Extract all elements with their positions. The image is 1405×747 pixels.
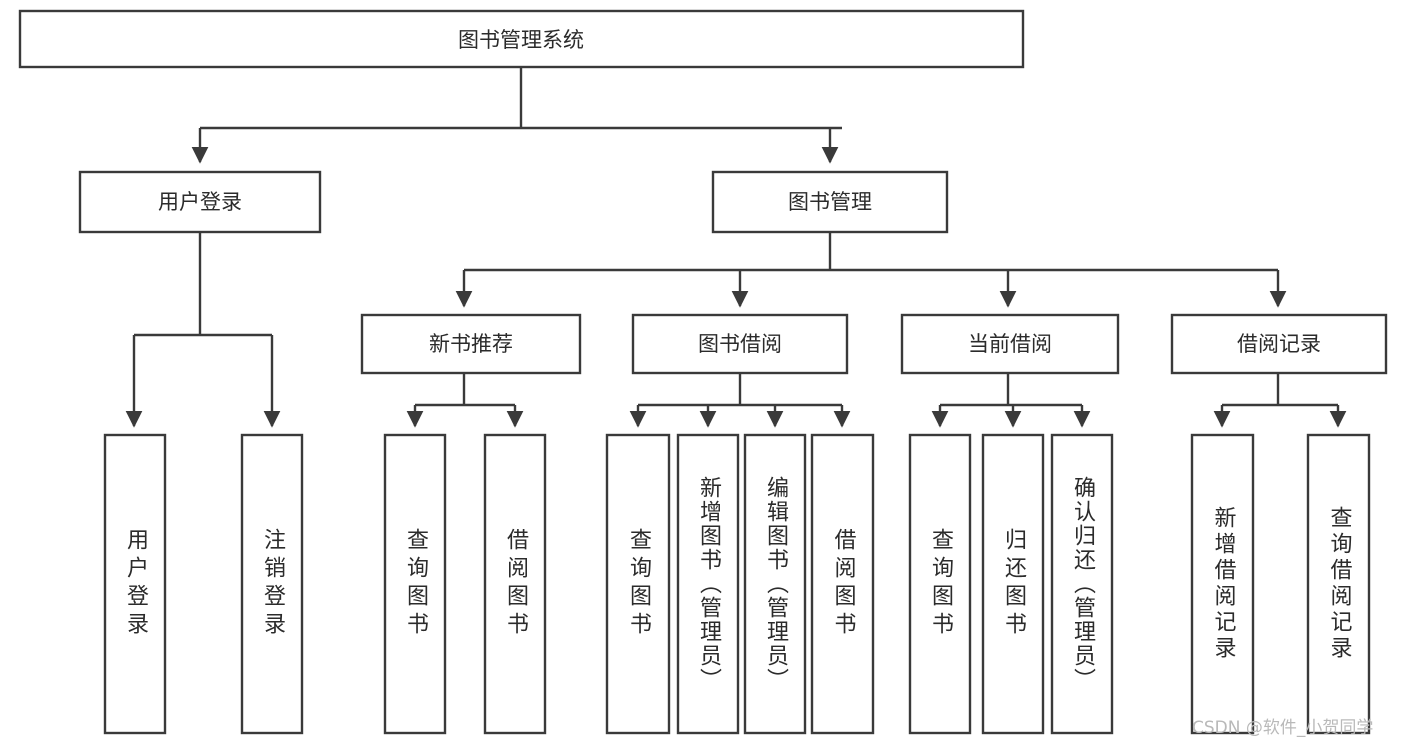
connector-borrow-record-to-leaves bbox=[1213, 373, 1347, 428]
leaf-box[interactable] bbox=[103, 433, 167, 735]
node-borrow-record-label: 借阅记录 bbox=[1237, 332, 1321, 356]
node-user-login[interactable]: 用户登录 bbox=[78, 170, 322, 234]
node-new-book-recommend-label: 新书推荐 bbox=[429, 332, 513, 356]
node-user-login-label: 用户登录 bbox=[158, 190, 242, 214]
leaf-box[interactable] bbox=[810, 433, 875, 735]
node-current-borrow[interactable]: 当前借阅 bbox=[900, 313, 1120, 375]
connector-new-book-rec-to-leaves bbox=[406, 373, 524, 428]
leaf-box[interactable] bbox=[743, 433, 807, 735]
node-root-label: 图书管理系统 bbox=[458, 28, 584, 52]
node-root[interactable]: 图书管理系统 bbox=[18, 9, 1025, 69]
node-book-management-label: 图书管理 bbox=[788, 190, 872, 214]
leaf-box[interactable] bbox=[483, 433, 547, 735]
node-new-book-recommend[interactable]: 新书推荐 bbox=[360, 313, 582, 375]
leaf-box[interactable] bbox=[1190, 433, 1255, 735]
node-book-borrow-label: 图书借阅 bbox=[698, 332, 782, 356]
connector-root-to-level1 bbox=[191, 67, 842, 164]
leaf-box[interactable] bbox=[981, 433, 1045, 735]
leaf-box[interactable] bbox=[383, 433, 447, 735]
leaf-box[interactable] bbox=[908, 433, 972, 735]
leaf-box[interactable] bbox=[1306, 433, 1371, 735]
leaf-box[interactable] bbox=[1050, 433, 1114, 735]
leaf-box[interactable] bbox=[240, 433, 304, 735]
connector-book-mgmt-to-level2 bbox=[455, 232, 1287, 308]
node-book-borrow[interactable]: 图书借阅 bbox=[631, 313, 849, 375]
connector-current-borrow-to-leaves bbox=[931, 373, 1091, 428]
node-borrow-record[interactable]: 借阅记录 bbox=[1170, 313, 1388, 375]
node-current-borrow-label: 当前借阅 bbox=[968, 332, 1052, 356]
connector-book-borrow-to-leaves bbox=[629, 373, 851, 428]
leaf-box[interactable] bbox=[676, 433, 740, 735]
node-book-management[interactable]: 图书管理 bbox=[711, 170, 949, 234]
leaf-box[interactable] bbox=[605, 433, 671, 735]
leaf-boxes bbox=[103, 433, 1371, 735]
connector-user-login-to-leaves bbox=[125, 232, 281, 428]
